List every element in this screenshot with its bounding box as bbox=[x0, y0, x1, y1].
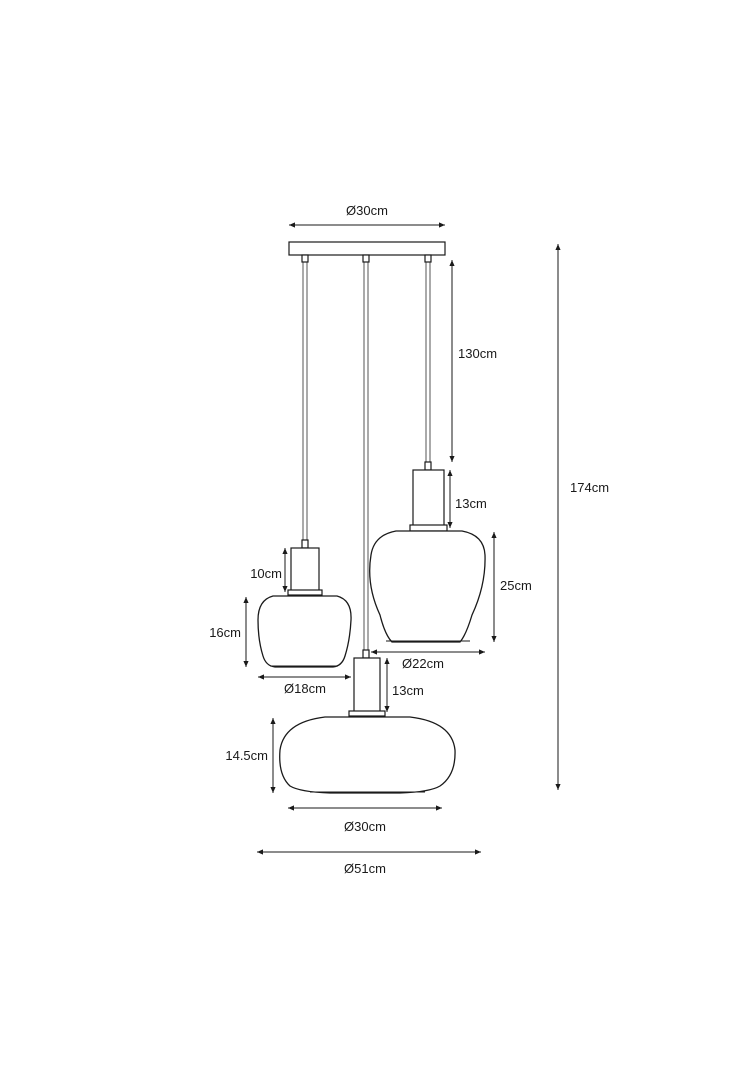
total-height-dimension: 174cm bbox=[555, 244, 609, 790]
right-holder-height-label: 13cm bbox=[455, 496, 487, 511]
right-shade-diameter-label: Ø22cm bbox=[402, 656, 444, 671]
left-shade-diameter-label: Ø18cm bbox=[284, 681, 326, 696]
total-height-label: 174cm bbox=[570, 480, 609, 495]
center-shade-height-dimension: 14.5cm bbox=[225, 718, 276, 793]
center-shade bbox=[279, 716, 456, 794]
right-shade-diameter-dimension: Ø22cm bbox=[371, 649, 485, 671]
center-pendant bbox=[279, 649, 456, 794]
left-holder-height-label: 10cm bbox=[250, 566, 282, 581]
right-shade-height-dimension: 25cm bbox=[491, 532, 532, 642]
center-shade-height-label: 14.5cm bbox=[225, 748, 268, 763]
cable-length-label: 130cm bbox=[458, 346, 497, 361]
left-holder-height-dimension: 10cm bbox=[250, 548, 288, 592]
left-shade-height-label: 16cm bbox=[209, 625, 241, 640]
left-pendant bbox=[257, 539, 352, 668]
right-shade bbox=[369, 530, 486, 643]
left-shade-height-dimension: 16cm bbox=[209, 597, 249, 667]
left-shade-diameter-dimension: Ø18cm bbox=[258, 674, 351, 696]
suspension-cables bbox=[302, 262, 431, 650]
cable-length-dimension: 130cm bbox=[449, 260, 497, 462]
right-holder-height-dimension: 13cm bbox=[447, 470, 487, 528]
center-shade-diameter-label: Ø30cm bbox=[344, 819, 386, 834]
ceiling-canopy bbox=[288, 241, 446, 263]
canopy-diameter-label: Ø30cm bbox=[346, 203, 388, 218]
center-shade-diameter-dimension: Ø30cm bbox=[288, 805, 442, 834]
right-shade-height-label: 25cm bbox=[500, 578, 532, 593]
overall-diameter-dimension: Ø51cm bbox=[257, 849, 481, 876]
canopy-diameter-dimension: Ø30cm bbox=[289, 203, 445, 228]
center-holder-height-label: 13cm bbox=[392, 683, 424, 698]
left-shade bbox=[257, 595, 352, 668]
overall-diameter-label: Ø51cm bbox=[344, 861, 386, 876]
center-holder-height-dimension: 13cm bbox=[384, 658, 424, 712]
right-pendant bbox=[369, 461, 486, 643]
